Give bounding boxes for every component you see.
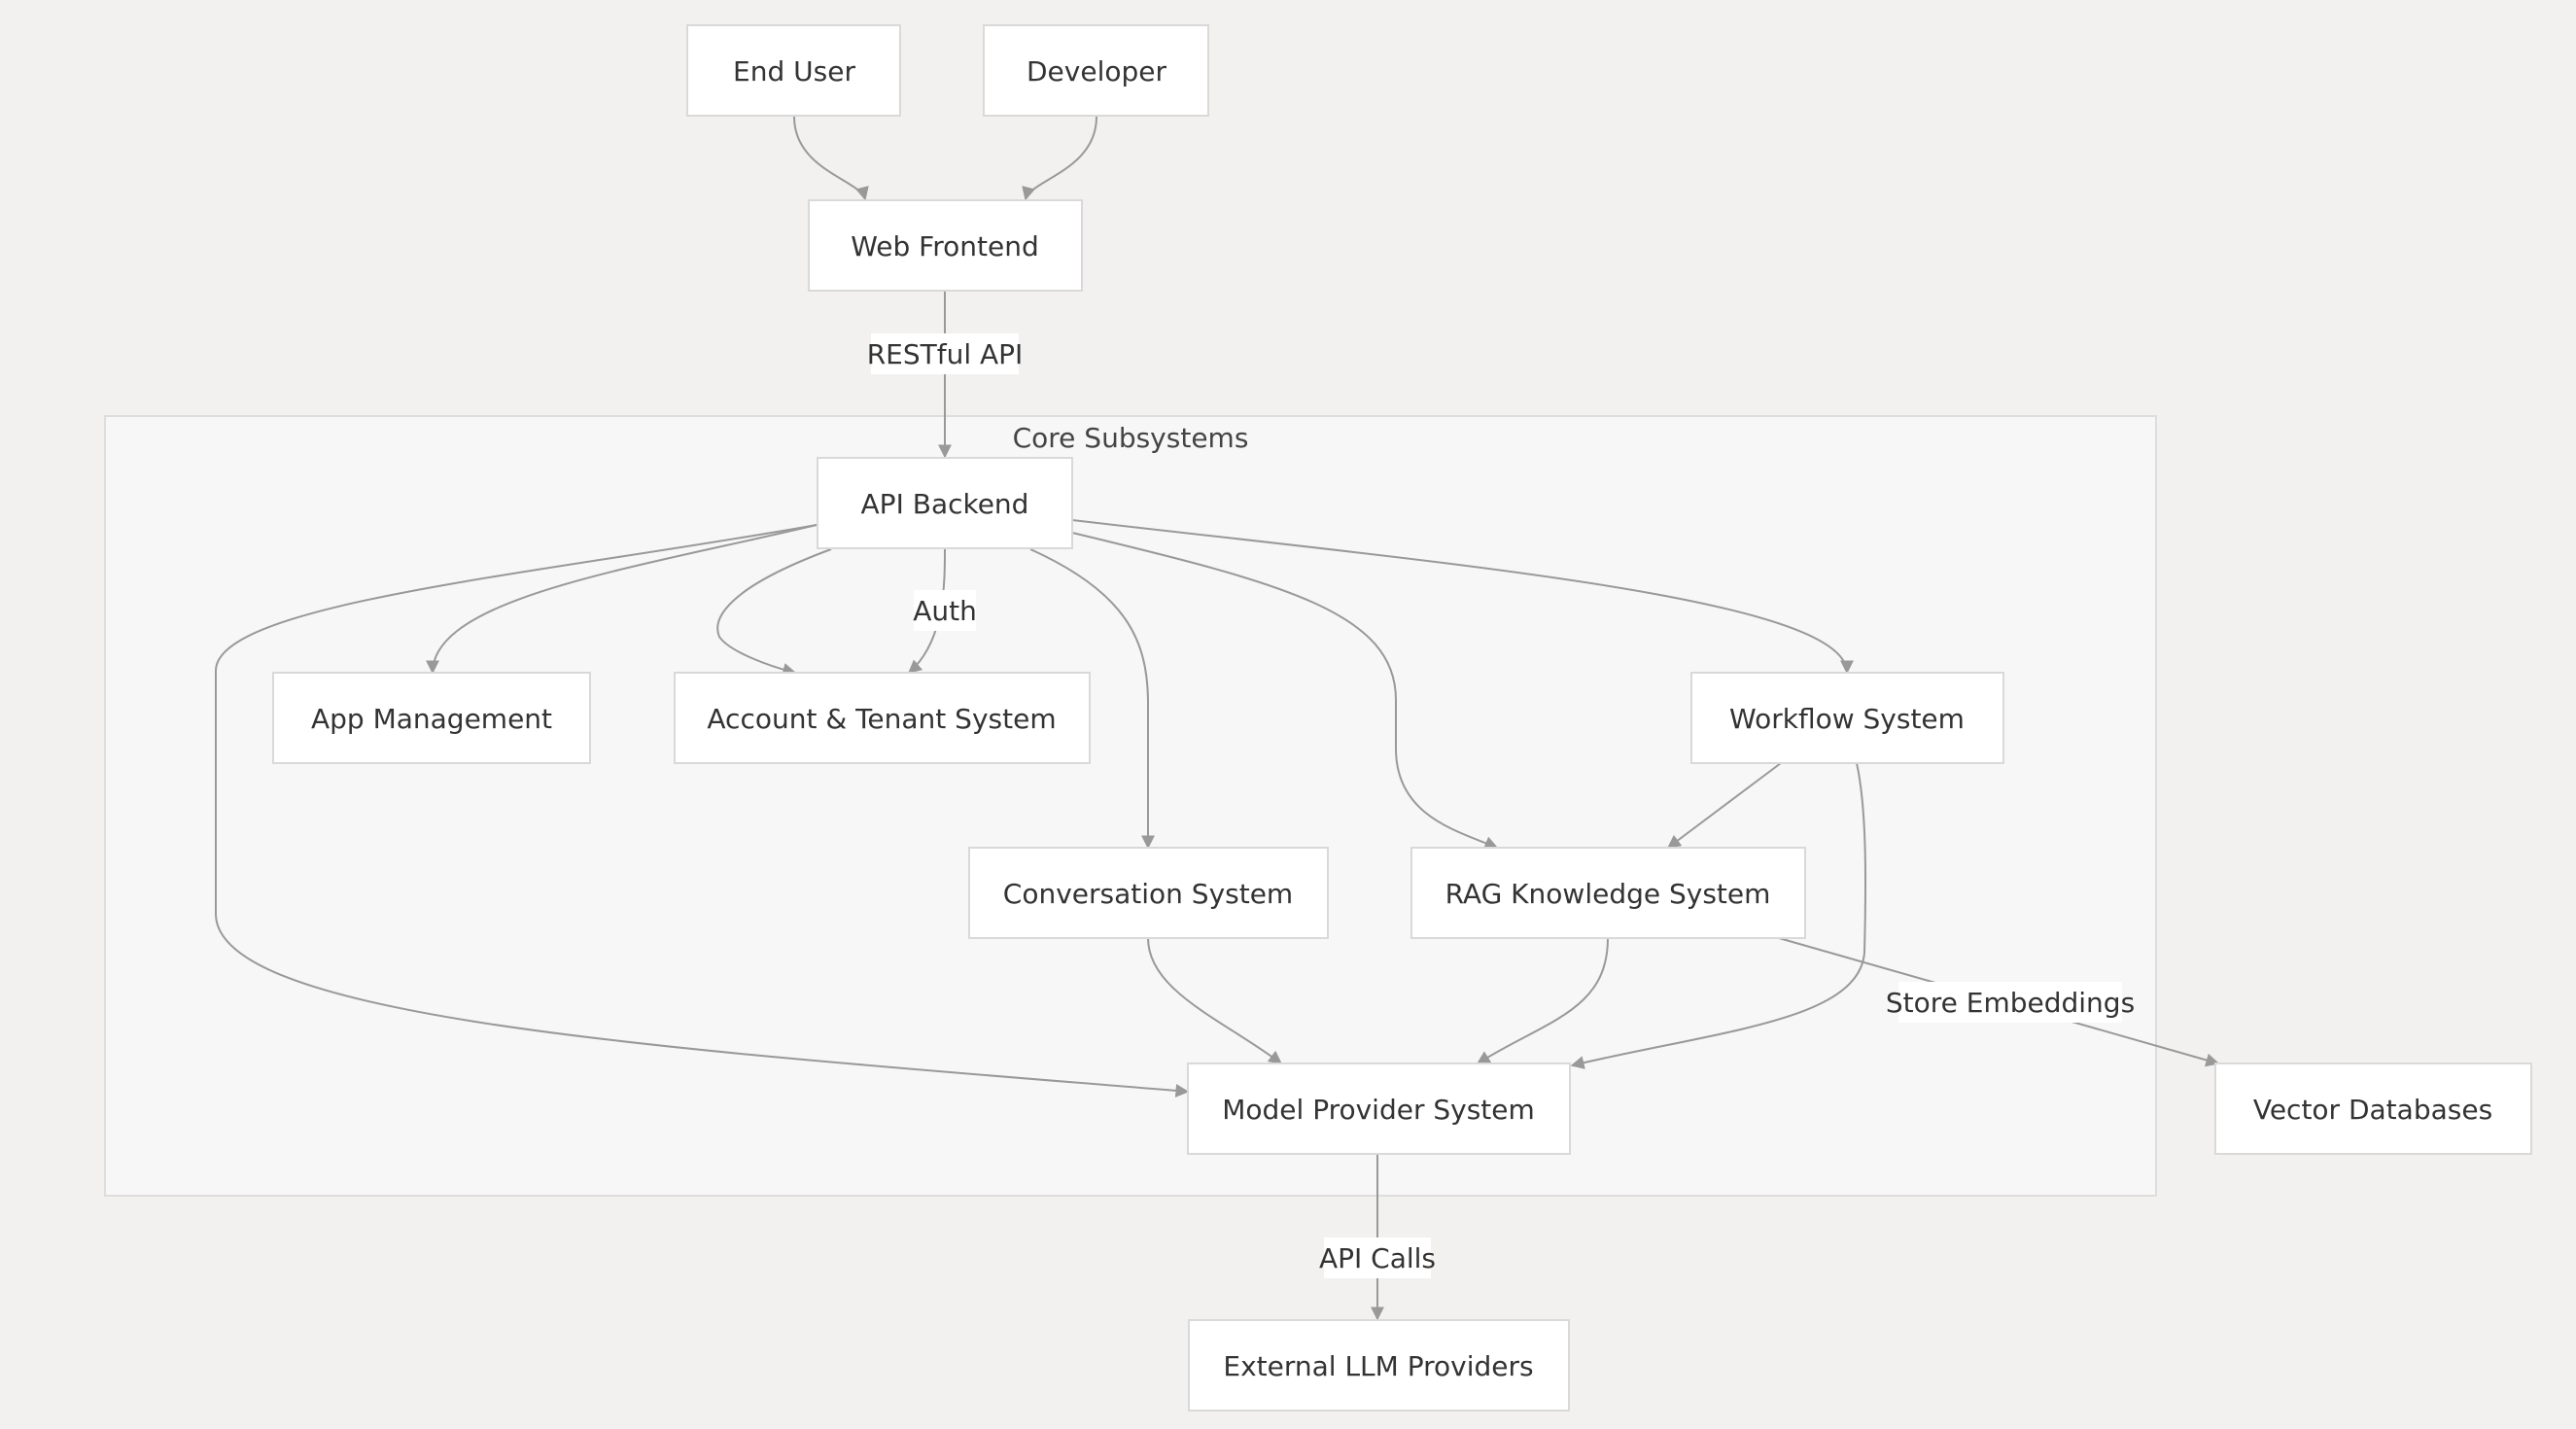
edge-api-workflow: [1071, 519, 1854, 675]
edge-label-store-embeddings: Store Embeddings: [1886, 982, 2135, 1023]
edge-api-modelprovider: [215, 524, 1190, 1098]
edge-developer-webfrontend: [1022, 116, 1097, 201]
edge-workflow-modelprovider: [1570, 762, 1867, 1069]
svg-text:RESTful API: RESTful API: [867, 338, 1024, 370]
node-rag-knowledge: RAG Knowledge System: [1410, 847, 1806, 939]
edge-label-api-calls: API Calls: [1319, 1237, 1436, 1278]
edge-api-account: [716, 548, 832, 677]
edge-label-auth: Auth: [913, 590, 977, 631]
node-workflow: Workflow System: [1690, 672, 2004, 764]
edge-labels: RESTful API Auth Store Embeddings API Ca…: [867, 333, 2135, 1278]
svg-text:App Management: App Management: [311, 703, 552, 735]
svg-text:Workflow System: Workflow System: [1729, 703, 1965, 735]
node-developer: Developer: [983, 24, 1209, 117]
edge-api-rag: [1071, 532, 1499, 850]
svg-text:RAG Knowledge System: RAG Knowledge System: [1445, 878, 1771, 910]
node-web-frontend: Web Frontend: [808, 199, 1083, 292]
svg-text:Store Embeddings: Store Embeddings: [1886, 987, 2135, 1019]
edge-rag-modelprovider: [1476, 937, 1609, 1064]
node-account-tenant: Account & Tenant System: [674, 672, 1091, 764]
node-conversation: Conversation System: [968, 847, 1329, 939]
node-api-backend: API Backend: [817, 457, 1073, 549]
svg-text:Model Provider System: Model Provider System: [1222, 1094, 1535, 1126]
svg-text:Web Frontend: Web Frontend: [851, 230, 1039, 262]
svg-text:End User: End User: [733, 55, 855, 87]
edge-enduser-webfrontend: [793, 116, 869, 201]
node-app-management: App Management: [272, 672, 591, 764]
svg-text:Conversation System: Conversation System: [1003, 878, 1293, 910]
node-vector-databases: Vector Databases: [2214, 1063, 2532, 1155]
node-external-llm: External LLM Providers: [1188, 1319, 1570, 1412]
nodes: End User Developer Web Frontend API Back…: [272, 24, 2532, 1412]
core-subsystems-cluster: Core Subsystems: [104, 415, 2157, 1197]
node-model-provider: Model Provider System: [1187, 1063, 1571, 1155]
svg-text:Vector Databases: Vector Databases: [2253, 1094, 2492, 1126]
edge-api-appmanagement: [426, 524, 818, 675]
svg-text:Developer: Developer: [1027, 55, 1166, 87]
node-end-user: End User: [686, 24, 901, 117]
svg-text:External LLM Providers: External LLM Providers: [1223, 1350, 1533, 1382]
edge-api-conversation: [1029, 548, 1155, 850]
svg-text:Auth: Auth: [913, 595, 977, 627]
svg-text:API Backend: API Backend: [861, 488, 1029, 520]
edge-label-restful-api: RESTful API: [867, 333, 1024, 374]
edges: [215, 116, 2220, 1321]
edge-workflow-rag: [1666, 762, 1782, 849]
edge-conversation-modelprovider: [1147, 937, 1283, 1064]
svg-text:Account & Tenant System: Account & Tenant System: [707, 703, 1056, 735]
cluster-title: Core Subsystems: [1013, 422, 1249, 454]
svg-text:API Calls: API Calls: [1319, 1242, 1436, 1274]
